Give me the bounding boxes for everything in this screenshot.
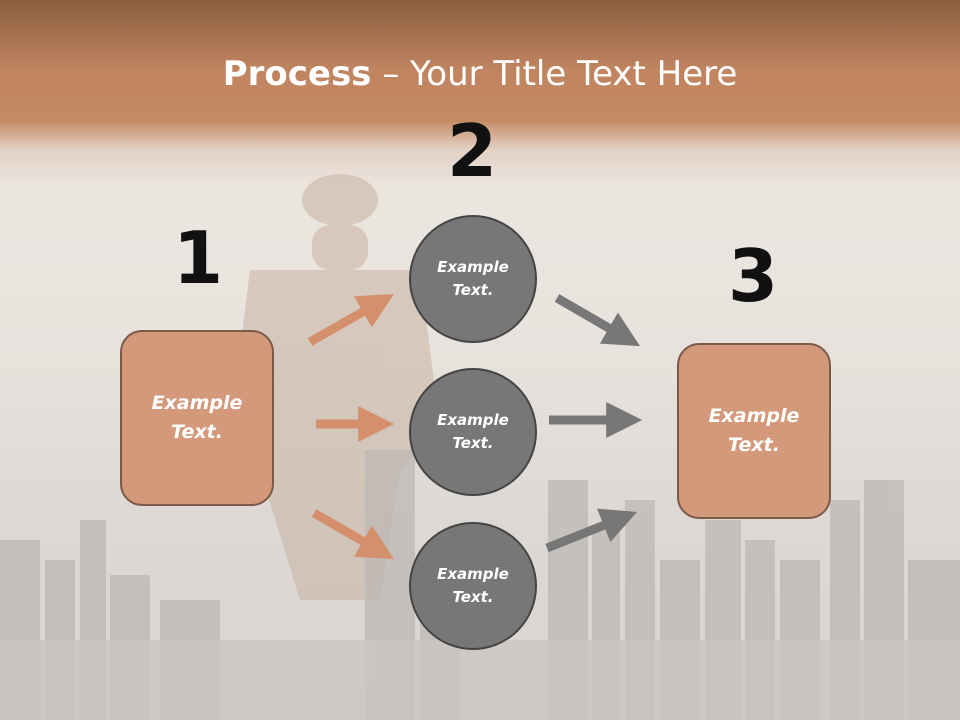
title-bold-part: Process <box>222 54 372 94</box>
step-1-box: Example Text. <box>120 330 274 506</box>
title-rest-part: – Your Title Text Here <box>371 54 738 94</box>
step-3-box: Example Text. <box>677 343 831 519</box>
circle-top: Example Text. <box>409 215 537 343</box>
circle-bottom: Example Text. <box>409 522 537 650</box>
step-number-3: 3 <box>727 234 779 318</box>
circle-middle: Example Text. <box>409 368 537 496</box>
step-number-1: 1 <box>172 216 224 300</box>
step-number-2: 2 <box>446 109 498 193</box>
slide-title: Process – Your Title Text Here <box>0 52 960 96</box>
